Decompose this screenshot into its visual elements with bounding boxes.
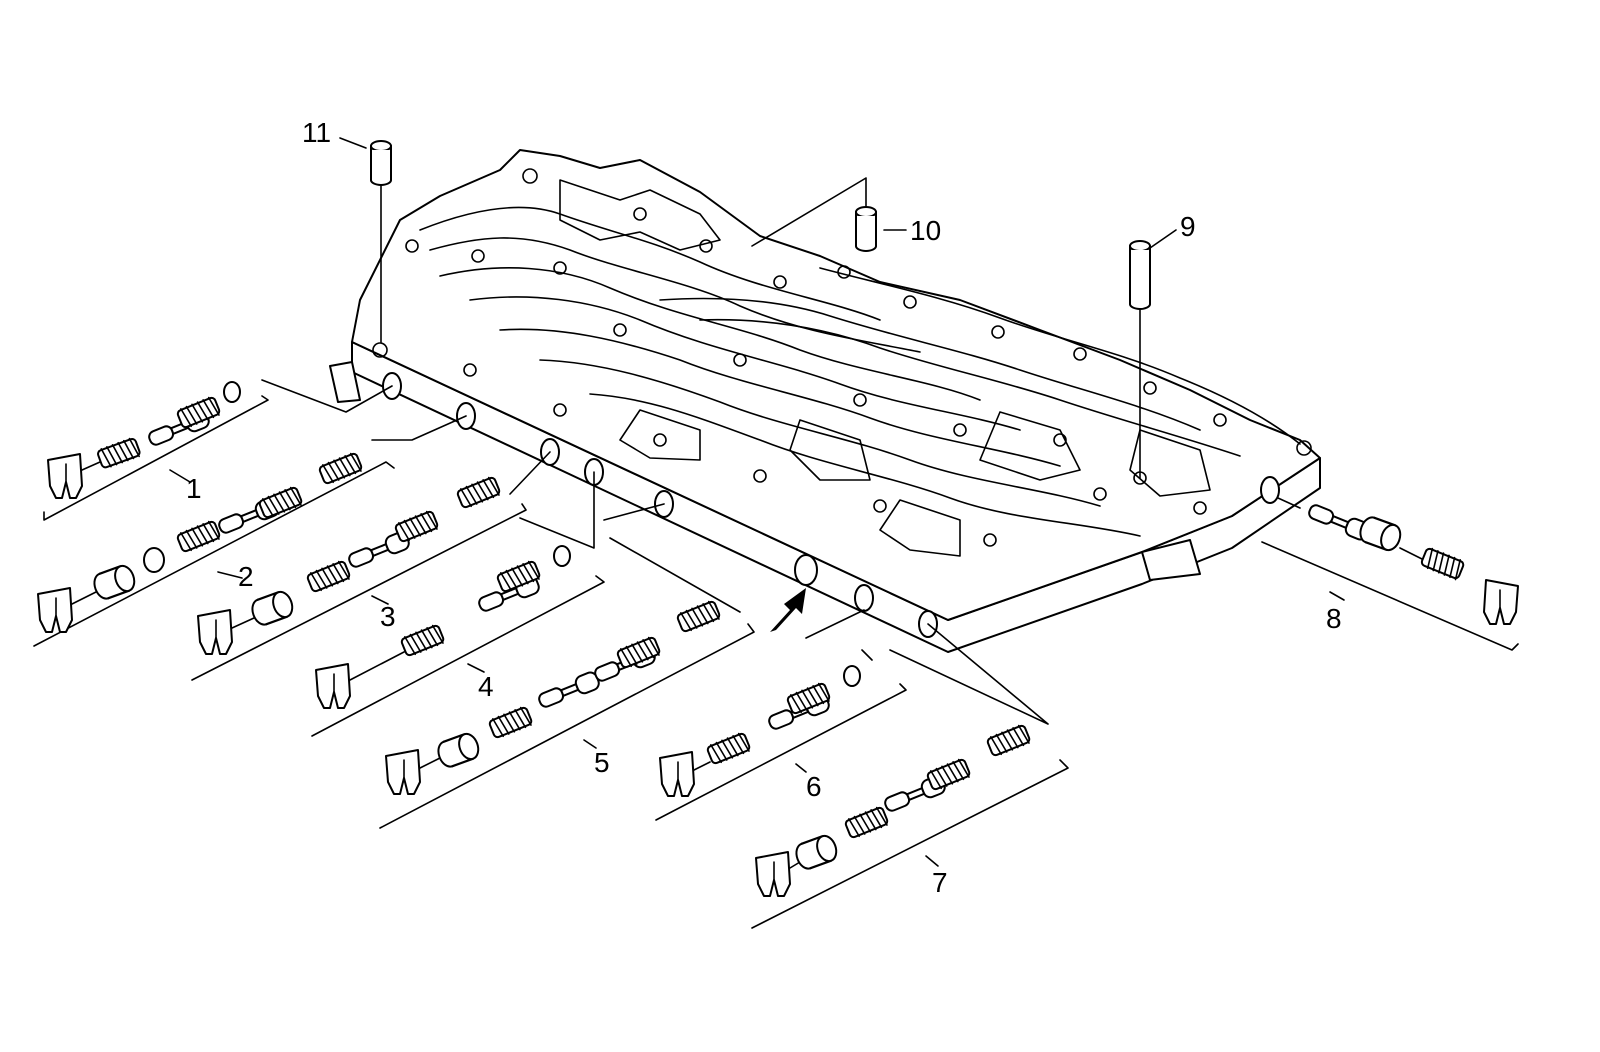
dowel-pin-9 [1129,240,1151,479]
callout-7: 7 [932,867,948,898]
valve-body [329,149,1321,653]
callout-3: 3 [380,601,396,632]
dowel-pin-11 [370,140,392,343]
callout-9: 9 [1180,211,1196,242]
valve-assembly-3 [191,451,551,681]
callout-10: 10 [910,215,941,246]
direction-arrow [770,588,806,632]
callout-8: 8 [1326,603,1342,634]
callout-5: 5 [594,747,610,778]
callout-6: 6 [806,771,822,802]
leader-lines [339,137,1177,249]
callout-11: 11 [302,117,331,148]
callout-2: 2 [238,561,254,592]
valve-assembly-2 [33,415,467,647]
valve-assembly-7 [751,623,1069,929]
valve-assembly-5 [379,503,755,829]
callout-1: 1 [186,473,202,504]
callout-4: 4 [478,671,494,702]
dowel-pin-10 [751,177,877,252]
valve-assembly-8 [1261,497,1519,651]
valve-assembly-6 [655,609,907,821]
valve-assembly-1 [43,379,393,521]
valve-assembly-4 [311,471,605,737]
